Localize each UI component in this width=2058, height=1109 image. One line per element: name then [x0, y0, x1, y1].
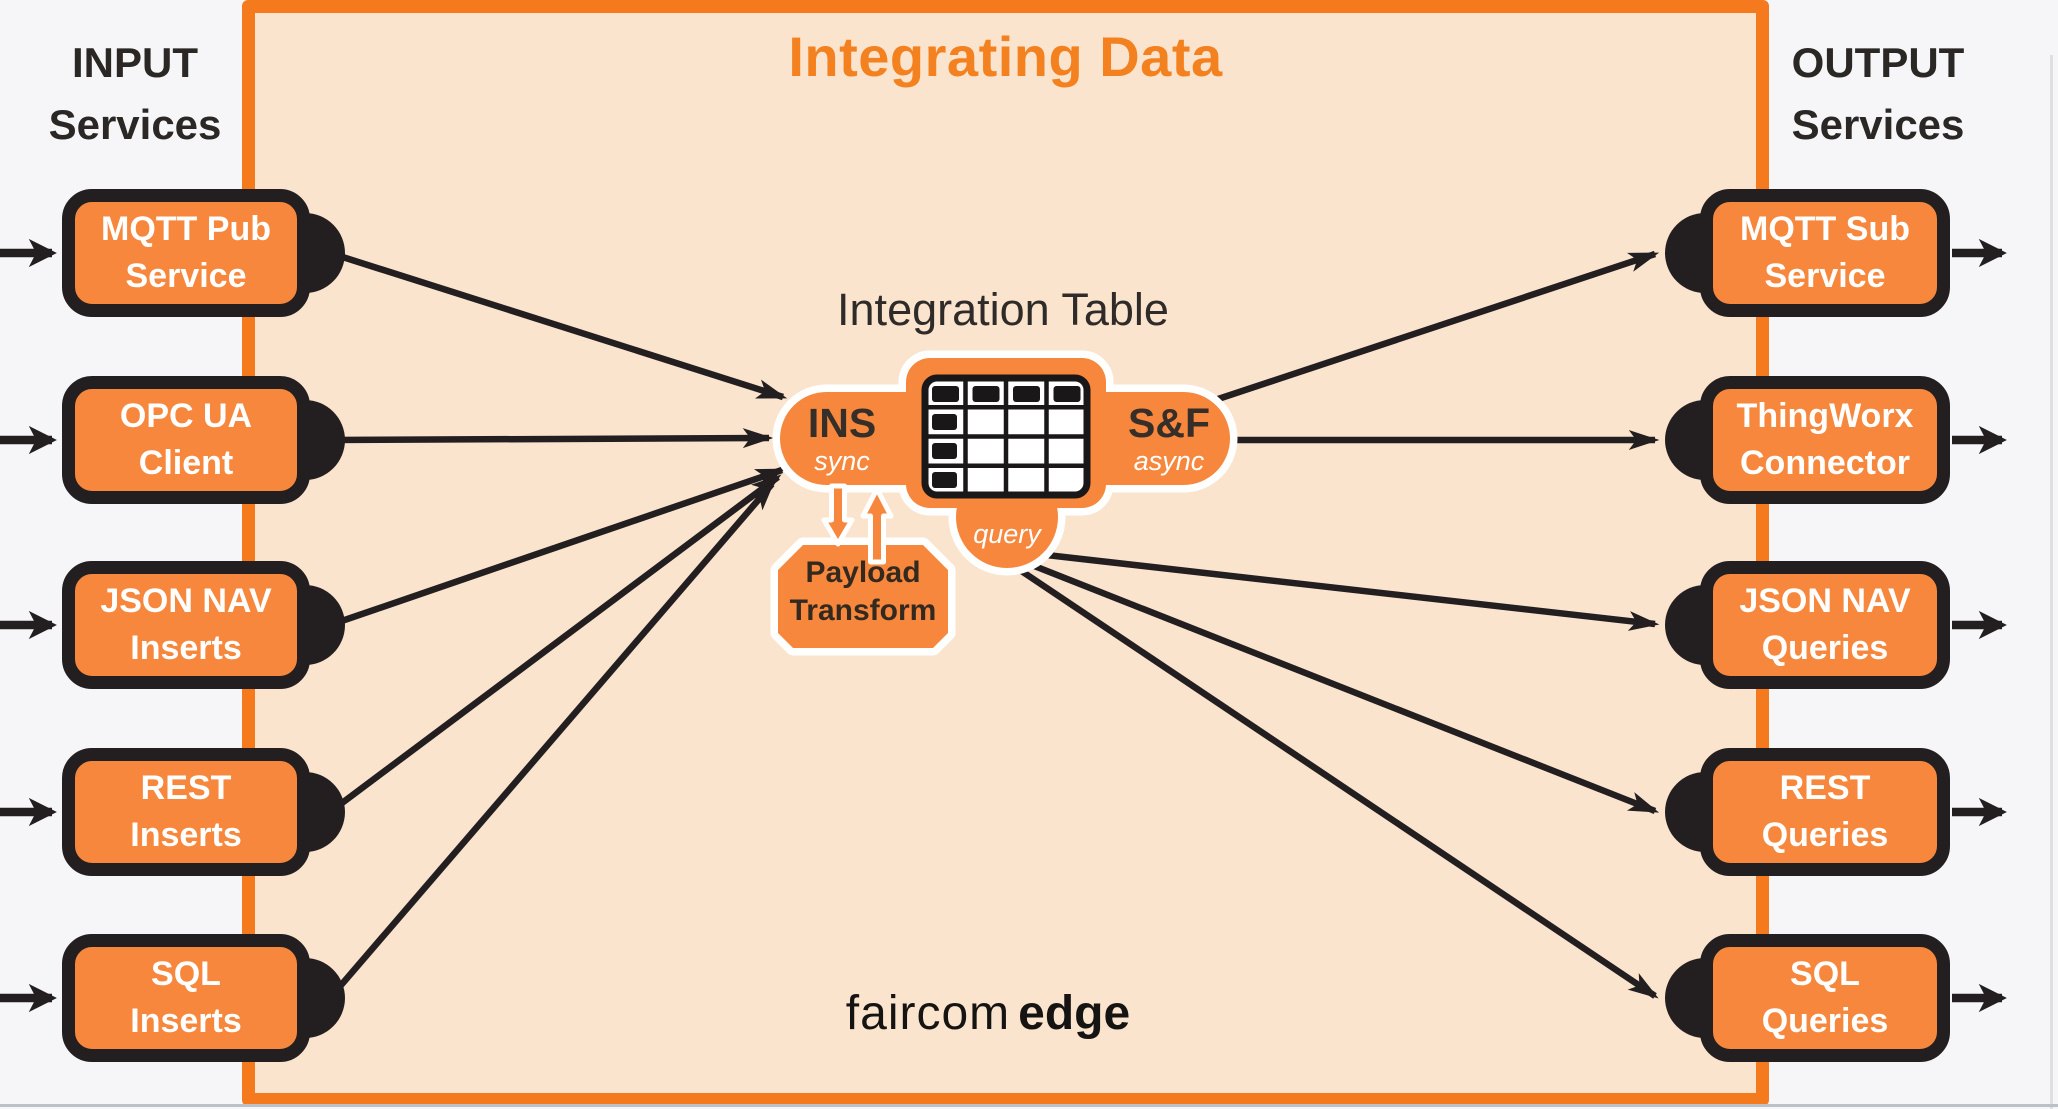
logo-product: edge	[1018, 987, 1131, 1040]
integration-table-label: Integration Table	[837, 284, 1169, 335]
payload-label-line1: Payload	[805, 556, 921, 589]
node-box: REST Queries	[1700, 748, 1950, 876]
output-services-header: OUTPUT Services	[1770, 32, 1986, 156]
input-node-rest-inserts: REST Inserts	[62, 748, 345, 876]
connector-query-to-rest-q	[1012, 554, 1660, 815]
arrow-down-ins-to-payload	[821, 483, 855, 547]
payload-transform-label: Payload Transform	[778, 554, 948, 630]
node-box: REST Inserts	[62, 748, 310, 876]
output-node-mqtt-sub-service: MQTT Sub Service	[1665, 189, 1950, 317]
right-edge-divider	[2050, 55, 2053, 1109]
connector-query-to-json-nav-q	[1019, 548, 1660, 631]
connector-mqtt-pub-to-ins	[329, 249, 788, 401]
output-node-sql-queries: SQL Queries	[1665, 934, 1950, 1062]
store-forward-connectors	[1198, 250, 1660, 450]
node-box: SQL Inserts	[62, 934, 310, 1062]
payload-transform-box	[778, 545, 948, 648]
node-label-line1: JSON NAV	[1739, 582, 1911, 620]
connector-json-nav-to-ins	[328, 466, 787, 629]
query-connectors	[1006, 548, 1660, 999]
input-node-json-nav-inserts: JSON NAV Inserts	[62, 561, 345, 689]
arrow-up-payload-to-ins	[860, 486, 894, 565]
ins-label: INS	[807, 400, 877, 446]
logo-brand: faircom	[845, 987, 1011, 1040]
payload-label-line2: Transform	[789, 594, 937, 627]
node-label-line2: Queries	[1761, 629, 1889, 667]
output-node-rest-queries: REST Queries	[1665, 748, 1950, 876]
connector-opc-ua-to-ins	[329, 428, 774, 449]
node-label-line1: MQTT Pub	[101, 210, 271, 248]
node-label-line2: Inserts	[130, 629, 242, 667]
connector-sf-to-mqtt-sub	[1198, 250, 1660, 409]
node-label-line1: SQL	[151, 955, 221, 993]
input-header-line1: INPUT	[72, 39, 198, 86]
node-box: JSON NAV Inserts	[62, 561, 310, 689]
table-icon	[921, 374, 1091, 499]
connector-query-to-sql-q	[1006, 559, 1659, 999]
bottom-edge-divider	[0, 1104, 2058, 1107]
output-node-json-nav-queries: JSON NAV Queries	[1665, 561, 1950, 689]
input-node-opc-ua-client: OPC UA Client	[62, 376, 345, 504]
node-label-line2: Service	[1764, 257, 1886, 295]
payload-sync-arrows	[821, 483, 894, 565]
node-label-line2: Queries	[1761, 816, 1889, 854]
connector-rest-to-ins	[328, 474, 782, 815]
node-label-line2: Inserts	[130, 816, 242, 854]
node-label-line1: OPC UA	[119, 397, 253, 435]
entry-arrows	[0, 238, 57, 1013]
node-label-line1: SQL	[1790, 955, 1860, 993]
input-header-line2: Services	[48, 101, 222, 148]
sync-label: sync	[814, 446, 870, 476]
input-connectors	[327, 249, 788, 1001]
node-box: MQTT Sub Service	[1700, 189, 1950, 317]
page-title: Integrating Data	[788, 25, 1223, 88]
input-node-sql-inserts: SQL Inserts	[62, 934, 345, 1062]
node-label-line2: Inserts	[130, 1002, 242, 1040]
query-label: query	[973, 519, 1041, 549]
node-box: SQL Queries	[1700, 934, 1950, 1062]
node-label-line1: REST	[1779, 769, 1871, 807]
node-box: OPC UA Client	[62, 376, 310, 504]
node-label-line1: ThingWorx	[1736, 397, 1914, 435]
input-node-mqtt-pub-service: MQTT Pub Service	[62, 189, 345, 317]
node-label-line1: JSON NAV	[100, 582, 272, 620]
output-header-line1: OUTPUT	[1791, 39, 1965, 86]
node-label-line2: Service	[125, 257, 247, 295]
output-node-thingworx-connector: ThingWorx Connector	[1665, 376, 1950, 504]
connector-sql-to-ins	[327, 480, 775, 1001]
node-box: JSON NAV Queries	[1700, 561, 1950, 689]
node-label-line1: MQTT Sub	[1740, 210, 1910, 248]
input-services-header: INPUT Services	[20, 32, 250, 156]
store-forward-label: S&F	[1128, 400, 1210, 446]
node-label-line2: Client	[138, 444, 234, 482]
output-header-line2: Services	[1791, 101, 1965, 148]
async-label: async	[1133, 446, 1205, 476]
exit-arrows	[1952, 238, 2007, 1013]
node-label-line1: REST	[140, 769, 232, 807]
node-label-line2: Connector	[1740, 444, 1910, 482]
node-box: ThingWorx Connector	[1700, 376, 1950, 504]
node-box: MQTT Pub Service	[62, 189, 310, 317]
node-label-line2: Queries	[1761, 1002, 1889, 1040]
